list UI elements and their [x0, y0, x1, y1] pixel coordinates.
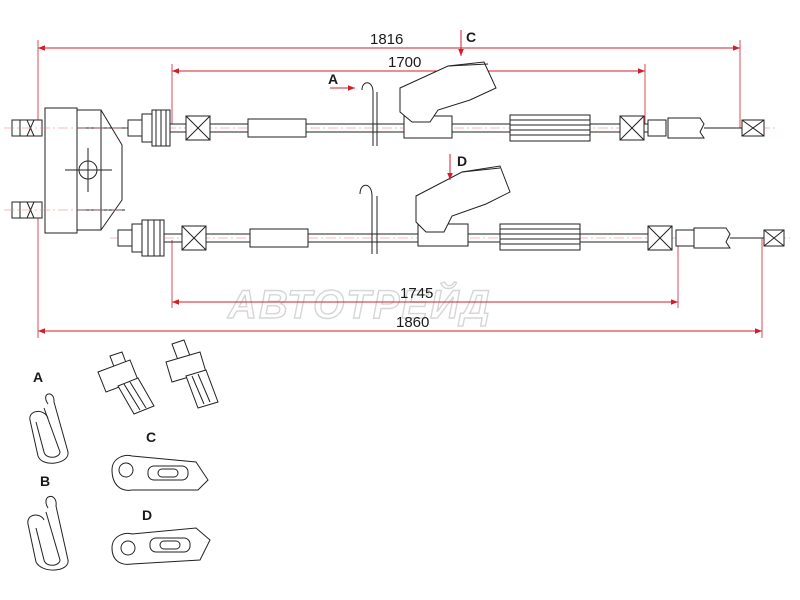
dimension-label-upper-inner: 1700 — [388, 54, 421, 71]
callout-label-a: A — [328, 71, 338, 87]
callout-d-lower: D — [447, 153, 467, 180]
callout-a-upper: A — [328, 71, 355, 91]
detail-c-mount: C — [111, 429, 209, 491]
callout-c-upper: C — [458, 29, 476, 56]
dimension-upper-overall: 1816 — [37, 31, 741, 128]
callout-label-c: C — [466, 29, 476, 45]
detail-a-clip: A — [29, 369, 69, 464]
upper-cable — [127, 61, 765, 147]
detail-label-d: D — [142, 507, 152, 523]
detail-b-clip: B — [27, 473, 69, 571]
dimension-lower-inner: 1745 — [171, 240, 679, 308]
callout-label-d: D — [457, 153, 467, 169]
dimension-lower-overall: 1860 — [37, 210, 763, 338]
detail-d-mount: D — [111, 507, 211, 565]
detail-end-fitting-left — [97, 351, 155, 415]
dimension-label-lower-overall: 1860 — [396, 314, 429, 331]
dimension-label-upper-overall: 1816 — [370, 31, 403, 48]
detail-end-fitting-right — [165, 339, 219, 409]
lower-cable — [110, 165, 790, 257]
detail-label-c: C — [146, 429, 156, 445]
detail-label-a: A — [33, 369, 43, 385]
detail-label-b: B — [40, 473, 50, 489]
dimension-upper-inner: 1700 — [171, 54, 646, 124]
equalizer-bracket — [4, 107, 775, 234]
dimension-label-lower-inner: 1745 — [400, 285, 433, 302]
watermark-text: АВТОТРЕЙД — [227, 280, 492, 327]
